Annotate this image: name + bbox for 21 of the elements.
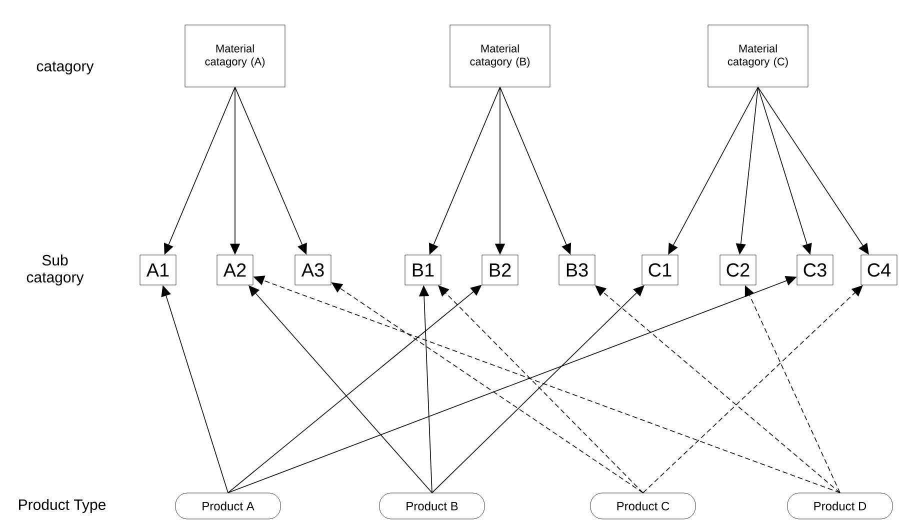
subcategory-box: B3 <box>558 254 596 286</box>
product-pill: Product A <box>175 492 281 520</box>
category-box: Material catagory (A) <box>184 24 286 88</box>
row-label: Sub catagory <box>26 254 84 286</box>
subcategory-box: A3 <box>294 254 332 286</box>
subcategory-box: A1 <box>140 254 176 286</box>
category-box: Material catagory (C) <box>708 24 808 88</box>
subcategory-box: A2 <box>216 254 254 286</box>
subcategory-box: C2 <box>720 254 756 286</box>
subcategory-box: B1 <box>404 254 442 286</box>
product-pill: Product D <box>787 492 893 520</box>
subcategory-box: B2 <box>482 254 518 286</box>
subcategory-box: C3 <box>796 254 834 286</box>
arrow <box>642 285 863 494</box>
category-box: Material catagory (B) <box>450 24 550 88</box>
row-label: catagory <box>36 62 94 74</box>
product-pill: Product C <box>590 492 696 520</box>
product-pill: Product B <box>379 492 485 520</box>
row-label: Product Type <box>19 499 106 513</box>
subcategory-box: C4 <box>860 254 898 286</box>
subcategory-box: C1 <box>642 254 678 286</box>
